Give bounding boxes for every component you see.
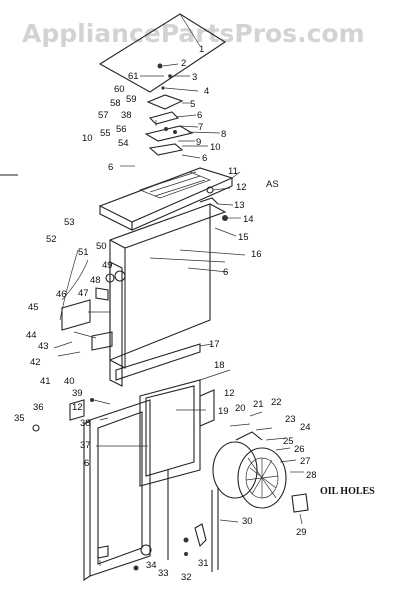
callout-20: 20 xyxy=(235,403,246,414)
callout-40: 40 xyxy=(64,376,75,387)
callout-9: 9 xyxy=(196,137,201,148)
callout-41: 41 xyxy=(40,376,51,387)
callout-10b: 10 xyxy=(82,133,93,144)
callout-13: 13 xyxy=(234,200,245,211)
callout-12: 12 xyxy=(236,182,247,193)
callout-12c: 12 xyxy=(72,402,83,413)
callout-6b: 6 xyxy=(202,153,207,164)
callout-57: 57 xyxy=(98,110,109,121)
control-panel-top-part xyxy=(98,167,241,231)
callout-labels: 1 2 3 4 5 6 7 8 9 10 6 10 6 11 12 AS 13 … xyxy=(14,44,375,583)
callout-17: 17 xyxy=(209,339,220,350)
callout-23: 23 xyxy=(285,414,296,425)
callout-18: 18 xyxy=(214,360,225,371)
callout-29: 29 xyxy=(296,527,307,538)
watermark-text: AppliancePartsPros.com xyxy=(22,19,365,48)
blower-fan-part xyxy=(212,411,309,525)
callout-7: 7 xyxy=(198,122,203,133)
callout-30: 30 xyxy=(242,516,253,527)
callout-25: 25 xyxy=(283,436,294,447)
callout-32: 32 xyxy=(181,572,192,583)
callout-60: 60 xyxy=(114,84,125,95)
callout-34: 34 xyxy=(146,560,157,571)
callout-35: 35 xyxy=(14,413,25,424)
callout-56: 56 xyxy=(116,124,127,135)
callout-52: 52 xyxy=(46,234,57,245)
callout-6: 6 xyxy=(197,110,202,121)
side-panel-part xyxy=(53,249,126,387)
callout-5: 5 xyxy=(190,99,195,110)
callout-45: 45 xyxy=(28,302,39,313)
callout-27: 27 xyxy=(300,456,311,467)
callout-12b: 12 xyxy=(224,388,235,399)
callout-38b: 38 xyxy=(121,110,132,121)
callout-58: 58 xyxy=(110,98,121,109)
callout-36: 36 xyxy=(33,402,44,413)
callout-3: 3 xyxy=(192,72,197,83)
hinge-parts xyxy=(32,398,111,432)
callout-42: 42 xyxy=(30,357,41,368)
callout-4: 4 xyxy=(204,86,209,97)
callout-43: 43 xyxy=(38,341,49,352)
callout-16: 16 xyxy=(251,249,262,260)
callout-50: 50 xyxy=(96,241,107,252)
control-knobs xyxy=(199,186,241,237)
callout-14: 14 xyxy=(243,214,254,225)
callout-53: 53 xyxy=(64,217,75,228)
callout-49: 49 xyxy=(102,260,113,271)
oil-holes-note: OIL HOLES xyxy=(320,486,375,497)
top-cover-part xyxy=(98,13,227,93)
callout-1: 1 xyxy=(199,44,204,55)
callout-61: 61 xyxy=(128,71,139,82)
side-label: AS xyxy=(266,179,279,190)
callout-46: 46 xyxy=(56,289,67,300)
callout-51: 51 xyxy=(78,247,89,258)
callout-8: 8 xyxy=(221,129,226,140)
callout-10: 10 xyxy=(210,142,221,153)
callout-37: 37 xyxy=(80,440,91,451)
clip-assembly xyxy=(120,111,221,167)
callout-11: 11 xyxy=(228,166,238,177)
callout-31: 31 xyxy=(198,558,209,569)
callout-6e: 6 xyxy=(84,458,89,469)
callout-21: 21 xyxy=(253,399,264,410)
callout-38: 38 xyxy=(80,418,91,429)
callout-6c: 6 xyxy=(108,162,113,173)
callout-24: 24 xyxy=(300,422,311,433)
callout-33: 33 xyxy=(158,568,169,579)
callout-39: 39 xyxy=(72,388,83,399)
callout-26: 26 xyxy=(294,444,305,455)
callout-47: 47 xyxy=(78,288,89,299)
callout-2: 2 xyxy=(181,58,186,69)
lower-cabinet-part xyxy=(115,343,231,487)
callout-15: 15 xyxy=(238,232,249,243)
callout-54: 54 xyxy=(118,138,129,149)
support-rods xyxy=(97,470,239,572)
callout-48: 48 xyxy=(90,275,101,286)
callout-59: 59 xyxy=(126,94,137,105)
bracket-part xyxy=(146,94,190,110)
callout-19: 19 xyxy=(218,406,229,417)
callout-28: 28 xyxy=(306,470,317,481)
screw-hardware-top xyxy=(140,63,199,92)
callout-6d: 6 xyxy=(223,267,228,278)
callout-55: 55 xyxy=(100,128,111,139)
callout-22: 22 xyxy=(271,397,282,408)
callout-44: 44 xyxy=(26,330,37,341)
